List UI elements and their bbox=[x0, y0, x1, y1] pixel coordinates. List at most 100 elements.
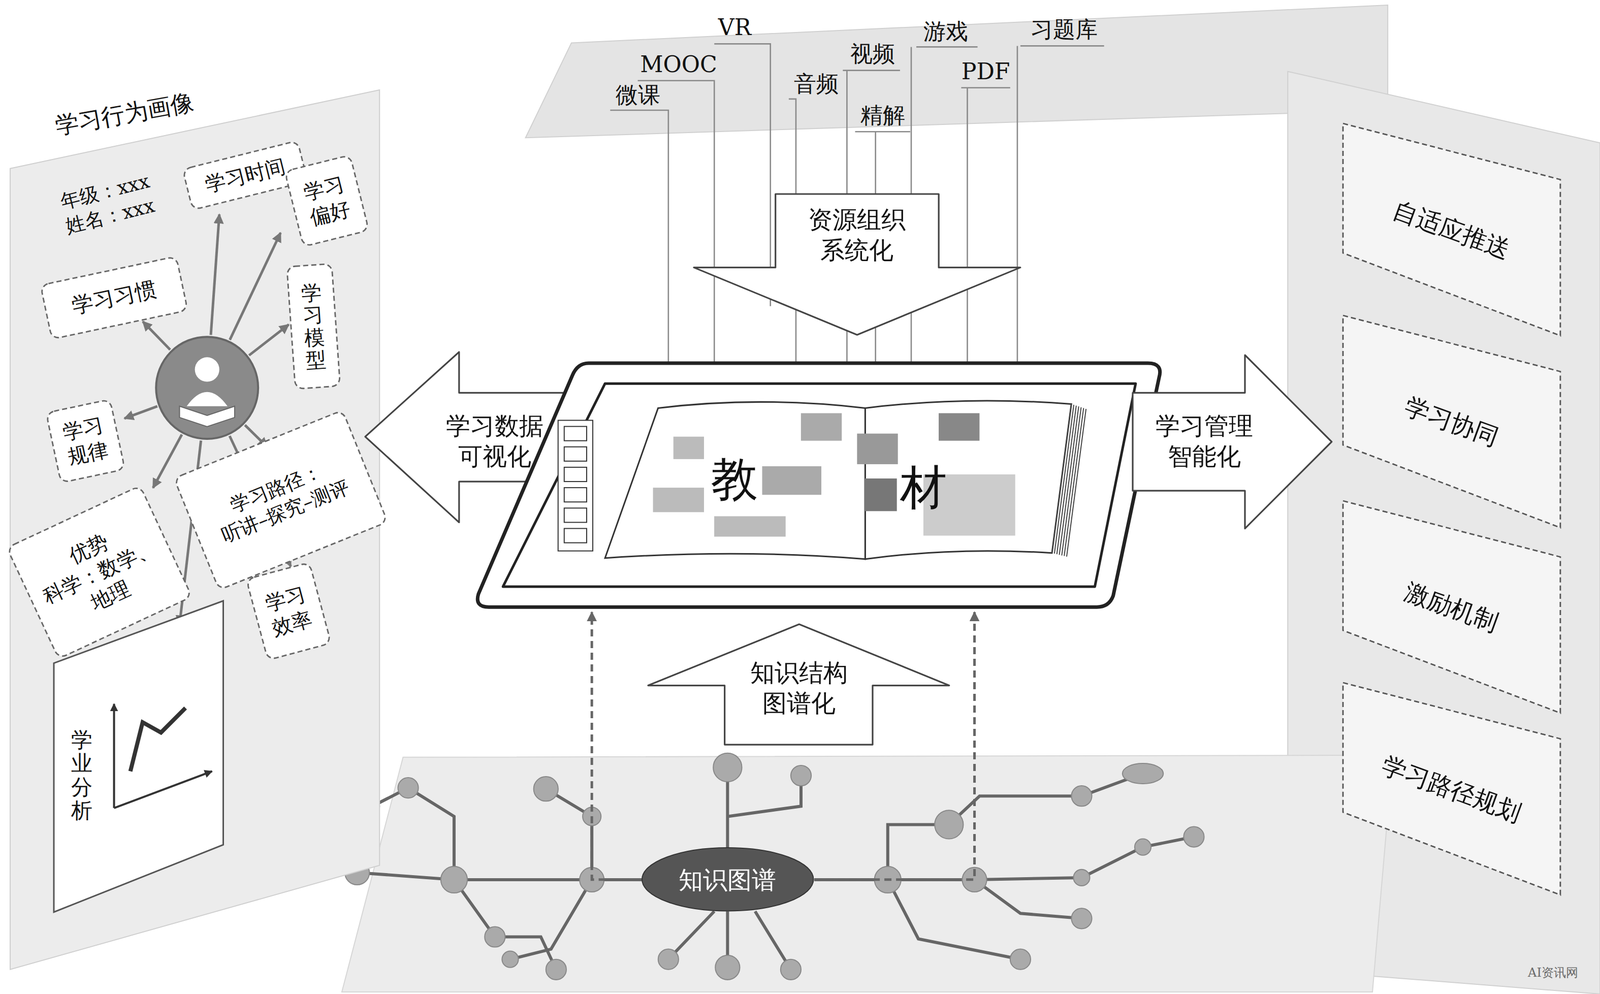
function-box: 自适应推送 bbox=[1341, 122, 1562, 337]
content-block bbox=[762, 466, 822, 495]
leader-line bbox=[637, 80, 715, 409]
graph-dot bbox=[501, 951, 519, 968]
graph-dot bbox=[658, 949, 679, 970]
graph-dot bbox=[1122, 763, 1164, 784]
ellipse-outline bbox=[642, 847, 814, 912]
node-text: 知识结构 图谱化 bbox=[742, 657, 855, 719]
right-arrow: 学习管理 智能化 bbox=[1132, 355, 1332, 529]
profile-arrow bbox=[124, 406, 158, 419]
leader-line bbox=[1017, 45, 1105, 408]
arrow-outline bbox=[648, 624, 950, 745]
graph-dot bbox=[1071, 908, 1092, 929]
analysis-box: 学业分析 bbox=[52, 599, 225, 915]
watermark: AI资讯网 bbox=[1527, 965, 1579, 980]
graph-dot bbox=[874, 866, 902, 893]
function-box: 学习路径规划 bbox=[1341, 681, 1562, 896]
resource-label: 习题库 bbox=[1030, 16, 1098, 44]
arrow-outline bbox=[693, 194, 1021, 335]
node-text: 教 bbox=[711, 450, 758, 509]
graph-dot bbox=[484, 926, 505, 947]
toolbar-icon bbox=[564, 446, 587, 462]
graph-dot bbox=[1134, 839, 1151, 856]
resource-label: 音频 bbox=[793, 70, 839, 98]
box-outline bbox=[1342, 682, 1561, 895]
graph-dot bbox=[1073, 869, 1090, 886]
node-text: 知识图谱 bbox=[678, 864, 777, 895]
chart-axis bbox=[113, 704, 116, 809]
chart-line bbox=[130, 708, 186, 772]
graph-links bbox=[357, 767, 1194, 970]
arrow-outline bbox=[1132, 355, 1332, 529]
graph-dot bbox=[713, 753, 742, 782]
book-page bbox=[604, 402, 866, 560]
graph-dot bbox=[582, 807, 601, 826]
chart-panel bbox=[53, 600, 223, 913]
leader-lines bbox=[610, 43, 1104, 408]
node-text: 学习管理 智能化 bbox=[1147, 410, 1261, 472]
down-arrow: 资源组织 系统化 bbox=[693, 194, 1021, 335]
content-block bbox=[673, 436, 704, 460]
box-outline bbox=[1342, 123, 1561, 336]
graph-dot bbox=[533, 776, 559, 802]
node-shape bbox=[474, 359, 1164, 611]
learner-body bbox=[186, 391, 228, 406]
box-outline bbox=[286, 264, 340, 390]
learner-circle bbox=[155, 336, 259, 439]
box-outline bbox=[173, 409, 388, 590]
box-outline bbox=[1342, 315, 1561, 528]
graph-dot bbox=[780, 959, 802, 980]
toolbar-icon bbox=[564, 507, 587, 523]
content-block bbox=[653, 487, 704, 512]
function-box: 学习协同 bbox=[1341, 314, 1562, 529]
node-text: 学业分析 bbox=[71, 728, 93, 823]
graph-ellipse: 知识图谱 bbox=[641, 846, 815, 913]
graph-panel bbox=[341, 755, 1393, 992]
graph-dot bbox=[934, 810, 964, 839]
graph-dot bbox=[397, 777, 419, 798]
box-outline bbox=[40, 256, 188, 340]
chart-axis bbox=[114, 771, 213, 809]
box-outline bbox=[1342, 500, 1561, 714]
box-outline bbox=[284, 155, 369, 247]
learner-book bbox=[179, 406, 235, 427]
box-outline bbox=[46, 399, 125, 483]
resource-label: MOOC bbox=[640, 50, 718, 78]
toolbar-icon bbox=[564, 487, 587, 502]
node-text: 资源组织 系统化 bbox=[801, 204, 914, 266]
graph-dot bbox=[715, 955, 740, 980]
attribute-box: 学习模型 bbox=[285, 262, 341, 391]
graph-dot bbox=[790, 765, 812, 786]
graph-dot bbox=[1071, 785, 1092, 807]
graph-dot bbox=[579, 867, 604, 892]
content-block bbox=[938, 413, 980, 441]
page-edges bbox=[1051, 404, 1086, 558]
resource-label: 微课 bbox=[615, 81, 661, 109]
content-blocks bbox=[653, 413, 1016, 537]
resource-label: 精解 bbox=[860, 101, 906, 129]
content-block bbox=[801, 413, 842, 441]
content-block bbox=[856, 433, 898, 465]
graph-dot bbox=[1010, 949, 1031, 970]
profile-arrow bbox=[142, 321, 171, 350]
resource-label: 视频 bbox=[850, 40, 895, 68]
tablet: 教材 bbox=[474, 359, 1164, 611]
up-arrow: 知识结构 图谱化 bbox=[648, 624, 950, 745]
tablet-outer bbox=[477, 363, 1160, 607]
profile-arrow bbox=[210, 214, 220, 335]
graph-dot bbox=[1183, 826, 1204, 847]
function-box: 激励机制 bbox=[1341, 499, 1562, 715]
learner-head bbox=[195, 357, 220, 382]
graph-dots bbox=[344, 753, 1205, 980]
toolbar-icon bbox=[564, 467, 587, 482]
content-block bbox=[864, 478, 898, 511]
profile-arrow bbox=[230, 232, 281, 340]
graph-dot bbox=[546, 959, 567, 980]
toolbar bbox=[558, 420, 593, 552]
graph-dot bbox=[962, 867, 987, 892]
graph-dot bbox=[440, 866, 468, 893]
toolbar-icons bbox=[564, 426, 587, 543]
toolbar-icon bbox=[564, 426, 587, 441]
resource-label: VR bbox=[718, 14, 752, 42]
toolbar-icon bbox=[564, 528, 587, 543]
